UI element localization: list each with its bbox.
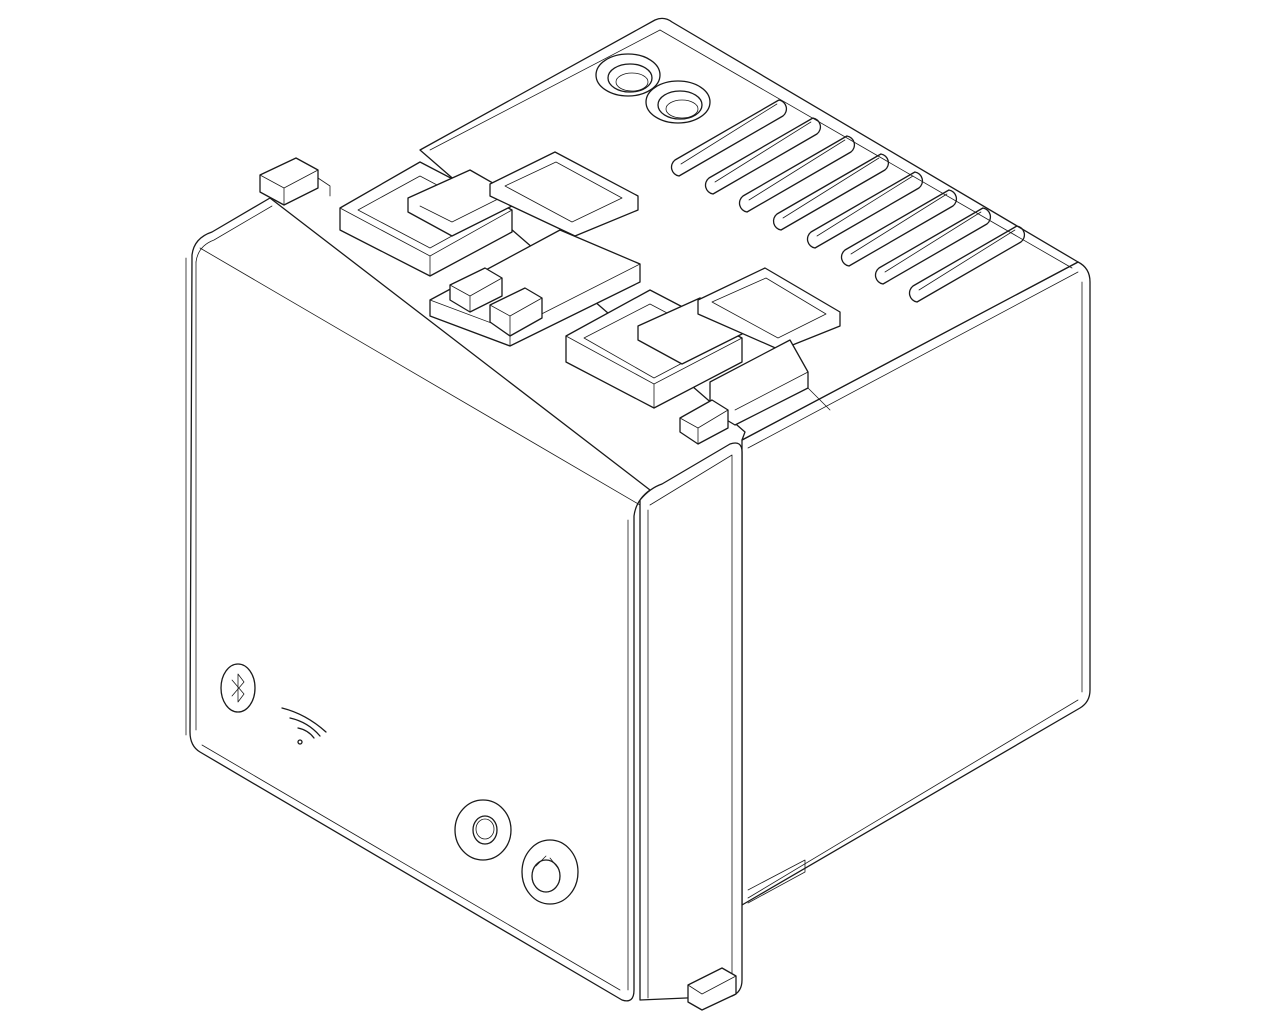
vent-slot-inner [782,157,880,219]
top-surface [419,17,1079,441]
vent-slot [840,189,958,267]
vent-slot [806,171,924,249]
latch-tab-middle-1 [449,267,503,313]
top-connector-left [339,151,641,347]
led-indicator [454,799,512,861]
terminal-hole-2 [645,80,711,124]
vent-slot [874,207,992,285]
bottom-foot [687,967,737,1011]
vent-slots [670,99,1026,303]
vent-slot [772,153,890,231]
terminal-hole-1 [595,53,661,97]
front-plate [185,197,651,1002]
vent-slot-inner [680,103,778,165]
vent-slot-inner [918,229,1016,291]
vent-slot-inner [748,139,846,201]
vent-slot-inner [850,193,948,255]
right-side-panel [741,261,1091,906]
front-plate-side-edge [639,442,743,1001]
latch-tab-front-right [679,399,729,445]
push-button[interactable] [521,839,579,905]
bluetooth-icon [220,663,256,713]
latch-tab-top-left [259,157,331,206]
wifi-signal-icon [281,707,327,745]
vent-slot [738,135,856,213]
vent-slot [704,117,822,195]
vent-slot-inner [884,211,982,273]
vent-slot-inner [714,121,812,183]
vent-slot [908,225,1026,303]
top-connector-right [565,267,841,426]
vent-slot [670,99,788,177]
vent-slot-inner [816,175,914,237]
latch-tab-middle-2 [489,287,543,337]
